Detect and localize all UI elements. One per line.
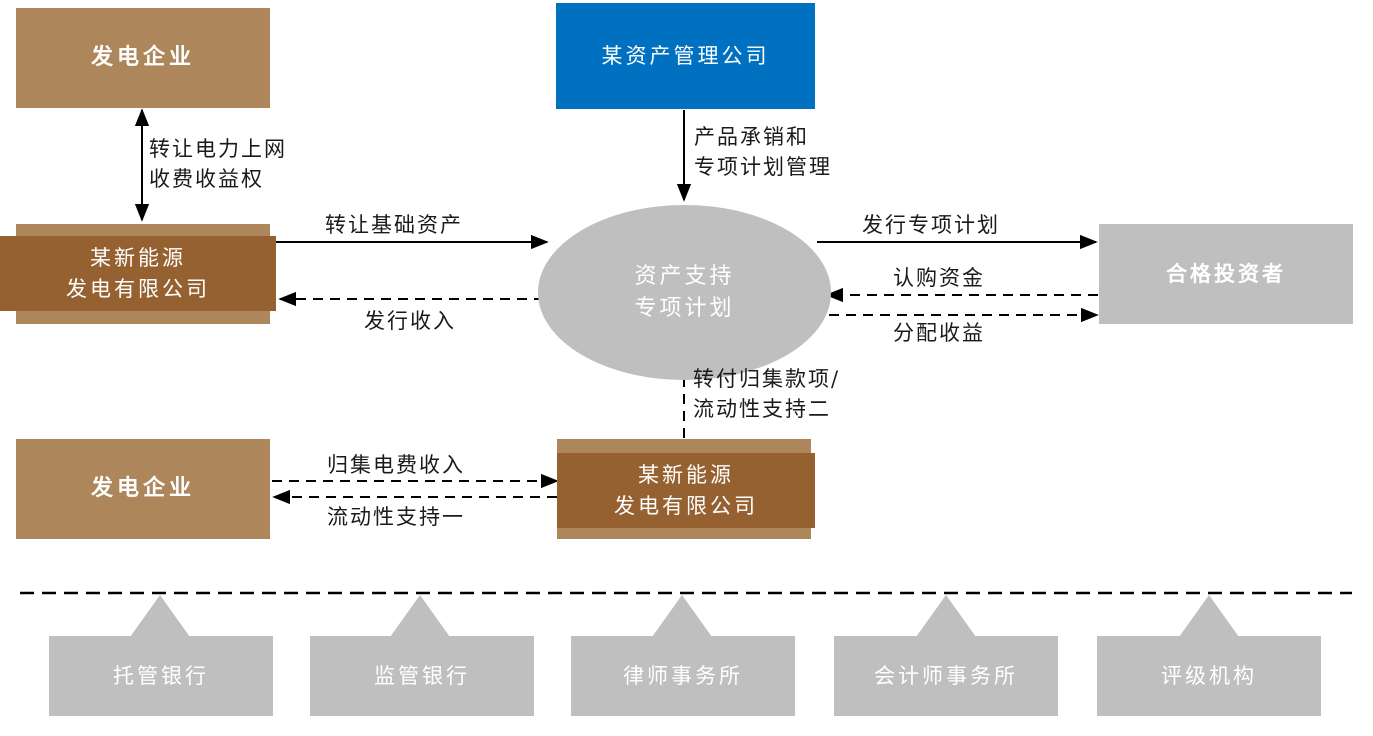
edge-label-issue-plan: 发行专项计划 (862, 213, 1000, 237)
node-label-line1: 某新能源 (638, 463, 734, 488)
node-power-company-bottom: 发电企业 (16, 439, 270, 539)
edge-label-collect-fees: 归集电费收入 (327, 453, 465, 477)
edge-label-remit: 转付归集款项/ 流动性支持二 (693, 364, 840, 425)
service-provider-label: 托管银行 (113, 663, 209, 688)
node-new-energy-top: 某新能源 发电有限公司 (0, 236, 276, 311)
service-provider-label: 评级机构 (1161, 663, 1257, 688)
edge-label-transfer-rights: 转让电力上网 收费收益权 (149, 134, 287, 195)
edge-label-transfer-assets: 转让基础资产 (325, 213, 463, 237)
node-qualified-investors: 合格投资者 (1099, 224, 1353, 324)
edge-label-line1: 转让电力上网 (149, 137, 287, 161)
service-provider-rating-agency: 评级机构 (1097, 636, 1321, 716)
edge-label-issue-income: 发行收入 (364, 309, 456, 333)
service-provider-label: 监管银行 (374, 663, 470, 688)
node-label-line2: 专项计划 (634, 295, 735, 321)
node-label: 合格投资者 (1166, 260, 1286, 286)
service-provider-accounting-firm: 会计师事务所 (834, 636, 1058, 716)
edge-label-subscription-funds: 认购资金 (893, 266, 985, 290)
node-label-line2: 发电有限公司 (66, 276, 210, 301)
node-label: 发电企业 (90, 475, 195, 502)
node-new-energy-bottom: 某新能源 发电有限公司 (557, 453, 815, 528)
node-label-line1: 资产支持 (634, 263, 735, 289)
service-provider-custodian-bank: 托管银行 (49, 636, 273, 716)
edge-label-line2: 流动性支持二 (693, 397, 831, 422)
edge-label-liquidity-one: 流动性支持一 (327, 505, 465, 529)
edge-label-line1: 转付归集款项/ (693, 367, 841, 391)
service-provider-label: 律师事务所 (623, 663, 743, 688)
edge-label-distribute-returns: 分配收益 (893, 321, 985, 345)
edge-label-underwriting: 产品承销和 专项计划管理 (694, 122, 832, 183)
node-power-company-top: 发电企业 (16, 8, 270, 108)
node-label-line1: 某新能源 (90, 246, 186, 271)
node-label: 某资产管理公司 (601, 43, 770, 68)
service-provider-law-firm: 律师事务所 (571, 636, 795, 716)
service-provider-supervisory-bank: 监管银行 (310, 636, 534, 716)
node-asset-manager: 某资产管理公司 (556, 3, 815, 109)
service-provider-label: 会计师事务所 (874, 663, 1018, 688)
edge-label-line2: 专项计划管理 (694, 155, 832, 180)
edge-label-line1: 产品承销和 (694, 125, 809, 149)
edge-label-line2: 收费收益权 (149, 167, 264, 192)
node-abs-plan: 资产支持 专项计划 (538, 205, 831, 380)
node-label-line2: 发电有限公司 (614, 493, 758, 518)
node-label: 发电企业 (90, 44, 195, 71)
